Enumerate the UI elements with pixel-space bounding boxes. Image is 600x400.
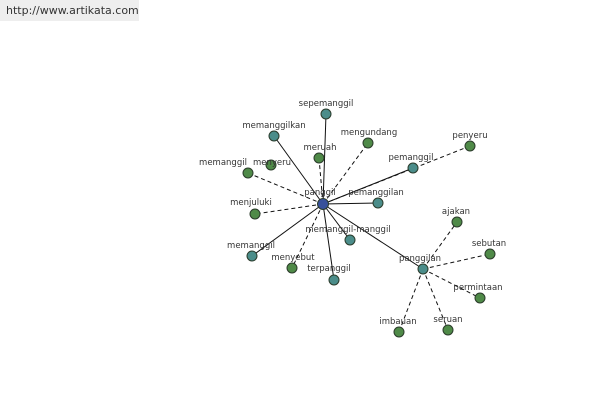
node-label-ajakan[interactable]: ajakan — [442, 207, 470, 217]
node-label-memanggilkan[interactable]: memanggilkan — [242, 121, 305, 131]
graph-edges — [247, 113, 491, 333]
node-label-penyeru[interactable]: penyeru — [452, 131, 487, 141]
node-memanggilkan[interactable] — [268, 130, 280, 142]
graph-labels: panggil sepemanggil memanggilkan mengundang… — [199, 99, 506, 327]
node-label-meruah[interactable]: meruah — [304, 143, 337, 153]
node-sebutan[interactable] — [484, 248, 496, 260]
url-banner: http://www.artikata.com — [0, 0, 139, 21]
edge-panggil-mengundang — [322, 142, 369, 205]
node-pemanggil[interactable] — [407, 162, 419, 174]
node-menyebut[interactable] — [286, 262, 298, 274]
node-label-permintaan[interactable]: permintaan — [453, 283, 502, 293]
node-label-mengundang[interactable]: mengundang — [341, 128, 397, 138]
edge-panggil-memanggilkan — [273, 135, 324, 205]
node-label-seruan[interactable]: seruan — [433, 315, 462, 325]
edge-panggil-pemanggil — [322, 167, 414, 205]
node-panggilan[interactable] — [417, 263, 429, 275]
node-label-memanggil-manggil[interactable]: memanggil-manggil — [305, 225, 390, 235]
node-label-panggilan[interactable]: panggilan — [399, 254, 441, 264]
edge-panggilan-ajakan — [422, 221, 458, 270]
node-imbauan[interactable] — [393, 326, 405, 338]
edge-panggilan-seruan — [422, 268, 449, 331]
edge-panggilan-permintaan — [422, 268, 481, 299]
node-label-memanggil-2[interactable]: memanggil — [227, 241, 275, 251]
node-permintaan[interactable] — [474, 292, 486, 304]
edge-panggil-terpanggil — [322, 203, 335, 281]
node-terpanggil[interactable] — [328, 274, 340, 286]
node-penyeru[interactable] — [464, 140, 476, 152]
edge-panggil-panggilan — [322, 203, 424, 270]
node-sepemanggil[interactable] — [320, 108, 332, 120]
node-memanggil-manggil[interactable] — [344, 234, 356, 246]
edge-panggil-memanggil-2 — [251, 203, 324, 257]
edge-panggil-menjuluki — [254, 203, 324, 215]
edge-panggil-meruah — [318, 157, 324, 205]
node-memanggil-2[interactable] — [246, 250, 258, 262]
node-label-pemanggil[interactable]: pemanggil — [388, 153, 433, 163]
node-label-imbauan[interactable]: imbauan — [379, 317, 416, 327]
node-menjuluki[interactable] — [249, 208, 261, 220]
edge-panggilan-imbauan — [398, 268, 424, 333]
node-pemanggilan[interactable] — [372, 197, 384, 209]
node-label-sebutan[interactable]: sebutan — [472, 239, 506, 249]
graph-nodes — [242, 108, 496, 338]
node-label-pemanggilan[interactable]: pemanggilan — [348, 188, 404, 198]
node-mengundang[interactable] — [362, 137, 374, 149]
node-menyeru[interactable] — [265, 159, 277, 171]
node-seruan[interactable] — [442, 324, 454, 336]
node-label-memanggil-1[interactable]: memanggil — [199, 158, 247, 168]
node-ajakan[interactable] — [451, 216, 463, 228]
node-label-menyeru[interactable]: menyeru — [253, 158, 291, 168]
node-panggil[interactable] — [317, 198, 329, 210]
edge-panggil-pemanggilan — [322, 202, 379, 205]
site-url[interactable]: http://www.artikata.com — [6, 4, 139, 17]
node-label-menyebut[interactable]: menyebut — [271, 253, 315, 263]
edge-panggil-sepemanggil — [322, 113, 327, 205]
node-label-terpanggil[interactable]: terpanggil — [307, 264, 351, 274]
node-label-menjuluki[interactable]: menjuluki — [230, 198, 272, 208]
edge-panggil-memanggil-manggil — [322, 203, 351, 241]
edge-panggil-menyebut — [291, 203, 324, 269]
node-label-sepemanggil[interactable]: sepemanggil — [299, 99, 354, 109]
edge-panggilan-sebutan — [422, 253, 491, 270]
node-meruah[interactable] — [313, 152, 325, 164]
node-memanggil-1[interactable] — [242, 167, 254, 179]
node-label-panggil[interactable]: panggil — [304, 188, 336, 198]
